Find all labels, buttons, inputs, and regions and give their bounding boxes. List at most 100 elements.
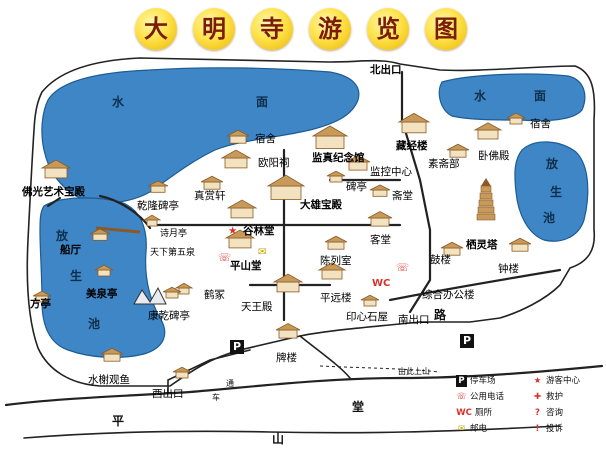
east-lake-label: 水 [474,89,487,103]
west-pool-label: 放 [56,229,69,243]
toilet-icon: WC [456,408,472,418]
meiquan-ting-label: 美泉亭 [86,288,118,300]
road-label-shan: 山 [272,432,285,446]
building-west-exit [172,366,192,379]
legend-item-phone: ☏公用电话 [456,391,504,403]
pingtang-road [4,364,604,407]
legend-item-question: ?咨询 [532,407,563,419]
map-title: 大 明 寺 游 览 图 [135,8,475,52]
building-pingyuan-lou [317,262,347,280]
building-stele-pavilion [326,170,346,183]
uphill-path [319,365,441,373]
shiyue-ting-label: 诗月亭 [160,229,188,239]
building-dormitory-east [506,112,526,125]
pingyuan-lou-label: 平远楼 [320,292,352,304]
parking-icon: P [456,375,467,387]
tianwang-dian-label: 天王殿 [241,301,273,313]
road-label-ping: 平 [112,414,125,428]
building-shuixie-guanyu [100,347,124,362]
title-char: 图 [425,8,467,50]
ke-tang-label: 客堂 [370,234,391,246]
building-foguang-art [40,159,72,179]
east-pool-label: 池 [543,211,556,225]
building-gulin-tang [226,199,258,219]
mail-icon: ✉ [258,246,267,258]
phone-icon: ☏ [218,252,232,264]
west-bridge [95,226,141,234]
legend-item-mail: ✉邮电 [456,423,487,435]
phone-icon: ☏ [396,262,410,274]
chuanfang-label: 船厅 [60,244,81,256]
building-chenlie-shi [324,235,348,250]
rockery [133,286,167,305]
building-zhong-lou [508,237,532,252]
west-pool-label: 池 [88,317,101,331]
dormitory-label: 宿舍 [255,133,276,145]
nan-exit-label: 南出口 [398,314,430,326]
hejia-label: 鹤冢 [204,289,225,301]
road-tong-label: 通 [226,379,234,388]
legend-label: 游客中心 [546,376,581,386]
legend-item-complaint: !投诉 [532,423,563,435]
qiling-ta-label: 栖灵塔 [466,239,498,251]
north-exit-label: 北出口 [370,64,402,76]
building-wofo-dian [473,122,503,140]
complaint-icon: ! [535,424,540,434]
wc-label: WC [372,278,391,289]
east-release-pool [514,141,589,242]
youci-shangshan-label: 由此上山 [398,367,430,376]
gu-lou-label: 鼓楼 [430,254,451,266]
building-fang-ting [32,290,52,303]
road-che-label: 车 [212,393,220,402]
west-exit-road [167,349,251,393]
zhai-tang-label: 斋堂 [392,190,413,202]
title-char: 游 [309,8,351,50]
legend-label: 厕所 [475,408,493,418]
building-shiyue-ting [142,214,162,227]
phone-icon: ☏ [456,392,467,402]
kangqian-stele-label: 康乾碑亭 [148,310,190,322]
east-pool-label: 生 [550,185,563,199]
east-lake-label: 面 [534,89,547,103]
jianzhen-hall-label: 监真纪念馆 [312,152,365,164]
building-gu-lou [440,241,464,256]
west-release-pool [39,197,166,359]
wofo-dian-label: 卧佛殿 [478,150,510,162]
zhong-lou-label: 钟楼 [498,263,519,275]
legend-label: 停车场 [470,376,496,386]
qianlong-pavilion-label: 乾隆碑亭 [137,200,179,212]
building-dormitory [226,129,250,144]
question-icon: ? [535,408,540,418]
building-zhai-tang [369,184,391,197]
legend-item-visitor-center: ★ 游客中心 [532,375,580,387]
foguang-art-label: 佛光艺术宝殿 [22,186,85,198]
road-label-lu: 路 [434,308,447,322]
gulin-tang-label: 谷林堂 [243,225,275,237]
first-aid-icon: ✚ [533,392,542,402]
qiling-pagoda [476,178,496,221]
mail-icon: ✉ [457,424,466,434]
building-zhenshang-xuan [200,175,224,190]
legend-label: 救护 [546,392,564,402]
building-monitor-center [345,155,371,171]
zhenshang-xuan-label: 真赏轩 [194,190,226,202]
title-char: 大 [135,8,177,50]
north-lake-label: 水 [112,95,125,109]
shuixie-guanyu-label: 水榭观鱼 [88,374,130,386]
north-road [400,70,432,314]
road-label-tang: 堂 [352,400,365,414]
legend-label: 公用电话 [470,392,505,402]
zonghe-office-label: 综合办公楼 [422,289,475,301]
north-lake [41,67,360,204]
south-link-road [299,335,351,379]
building-jianzhen-hall [311,125,349,150]
fang-ting-label: 方亭 [30,298,51,310]
star-icon: ★ [533,376,542,386]
title-char: 明 [193,8,235,50]
parking-icon: P [230,340,244,354]
stele-pavilion-label: 碑亭 [346,181,367,193]
monitor-center-label: 监控中心 [370,166,412,178]
